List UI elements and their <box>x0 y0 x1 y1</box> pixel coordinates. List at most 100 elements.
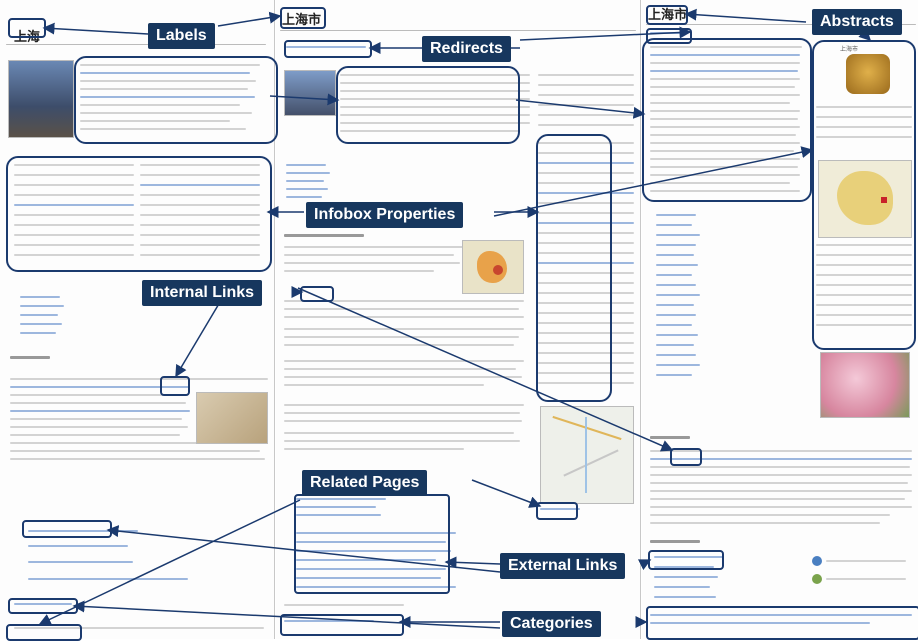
external-link <box>296 577 441 579</box>
city-emblem <box>846 54 890 94</box>
category-link <box>650 622 870 624</box>
text-line <box>650 514 890 516</box>
text-line <box>340 74 530 76</box>
infobox-row <box>140 174 260 176</box>
text-line <box>650 166 798 168</box>
infobox-row <box>538 292 634 294</box>
text-line <box>10 434 180 436</box>
infobox-row <box>140 234 260 236</box>
text-line <box>650 466 910 468</box>
related-link <box>296 514 381 516</box>
text-line <box>650 450 912 452</box>
infobox-row <box>538 242 634 244</box>
external-link <box>28 561 133 563</box>
toc-entry <box>656 324 692 326</box>
text-line <box>284 262 460 264</box>
toc-entry <box>286 180 324 182</box>
infobox-row <box>816 284 912 286</box>
infobox-row <box>538 362 634 364</box>
footer-line <box>14 627 264 629</box>
text-line <box>650 86 795 88</box>
text-line <box>10 418 182 420</box>
text-line <box>284 376 522 378</box>
infobox-row <box>140 224 260 226</box>
toc-entry <box>656 334 698 336</box>
text-line <box>650 94 800 96</box>
infobox-row <box>538 372 634 374</box>
sister-project-icon <box>812 556 822 566</box>
infobox-row <box>14 234 134 236</box>
title-rule <box>6 44 266 45</box>
infobox-row <box>140 254 260 256</box>
toc-entry <box>656 224 692 226</box>
infobox-row <box>538 252 634 254</box>
infobox-row <box>538 84 634 86</box>
text-line <box>10 394 188 396</box>
infobox-row <box>140 214 260 216</box>
infobox-row <box>538 382 634 384</box>
infobox-row <box>816 324 912 326</box>
arrow-external-right <box>637 559 652 571</box>
middle-page-title: 上海市 <box>282 13 322 28</box>
text-line <box>650 142 800 144</box>
arrow-infobox-right <box>493 146 814 217</box>
external-link <box>654 596 716 598</box>
text-line <box>284 440 520 442</box>
external-links-tag: External Links <box>500 553 626 579</box>
text-line <box>284 448 464 450</box>
toc-entry <box>656 264 698 266</box>
toc-entry <box>656 304 694 306</box>
infobox-row <box>538 312 634 314</box>
category-link <box>650 614 912 616</box>
toc-entry <box>20 314 58 316</box>
text-line <box>650 78 800 80</box>
text-line <box>650 190 800 192</box>
text-line <box>650 522 880 524</box>
text-line <box>80 120 230 122</box>
text-line <box>80 88 248 90</box>
infobox-row <box>816 254 912 256</box>
right-page-title: 上海市 <box>648 8 688 23</box>
infobox-row <box>816 244 912 246</box>
text-line <box>650 126 800 128</box>
text-line <box>10 458 265 460</box>
toc-entry <box>20 323 62 325</box>
city-flower-photo <box>820 352 910 418</box>
redirect-line <box>286 46 366 48</box>
text-line <box>284 344 514 346</box>
text-line <box>284 254 454 256</box>
infobox-row <box>538 282 634 284</box>
external-link <box>654 556 724 558</box>
infobox-row <box>816 304 912 306</box>
toc-entry <box>656 244 696 246</box>
external-link <box>28 530 138 532</box>
infobox-row <box>538 192 634 194</box>
external-link <box>296 550 451 552</box>
arrow-categories-left <box>72 600 501 629</box>
infobox-row <box>538 152 634 154</box>
infobox-row <box>14 204 134 206</box>
toc-entry <box>656 234 700 236</box>
toc-entry <box>20 296 60 298</box>
text-line <box>340 130 520 132</box>
infobox-row <box>538 232 634 234</box>
section-heading <box>284 234 364 237</box>
infobox-row <box>538 124 634 126</box>
infobox-row <box>538 272 634 274</box>
related-link <box>296 506 376 508</box>
text-line <box>284 368 516 370</box>
text-line <box>650 490 912 492</box>
infobox-row <box>816 116 912 118</box>
text-line <box>650 54 800 56</box>
map-river <box>585 417 587 493</box>
middle-infobox-highlight <box>536 134 612 402</box>
text-line <box>284 336 519 338</box>
infobox-row <box>538 172 634 174</box>
text-line <box>284 420 522 422</box>
text-line <box>650 498 905 500</box>
text-line <box>80 128 246 130</box>
text-line <box>650 134 796 136</box>
text-line <box>650 118 798 120</box>
infobox-row <box>14 164 134 166</box>
text-line <box>650 46 802 48</box>
